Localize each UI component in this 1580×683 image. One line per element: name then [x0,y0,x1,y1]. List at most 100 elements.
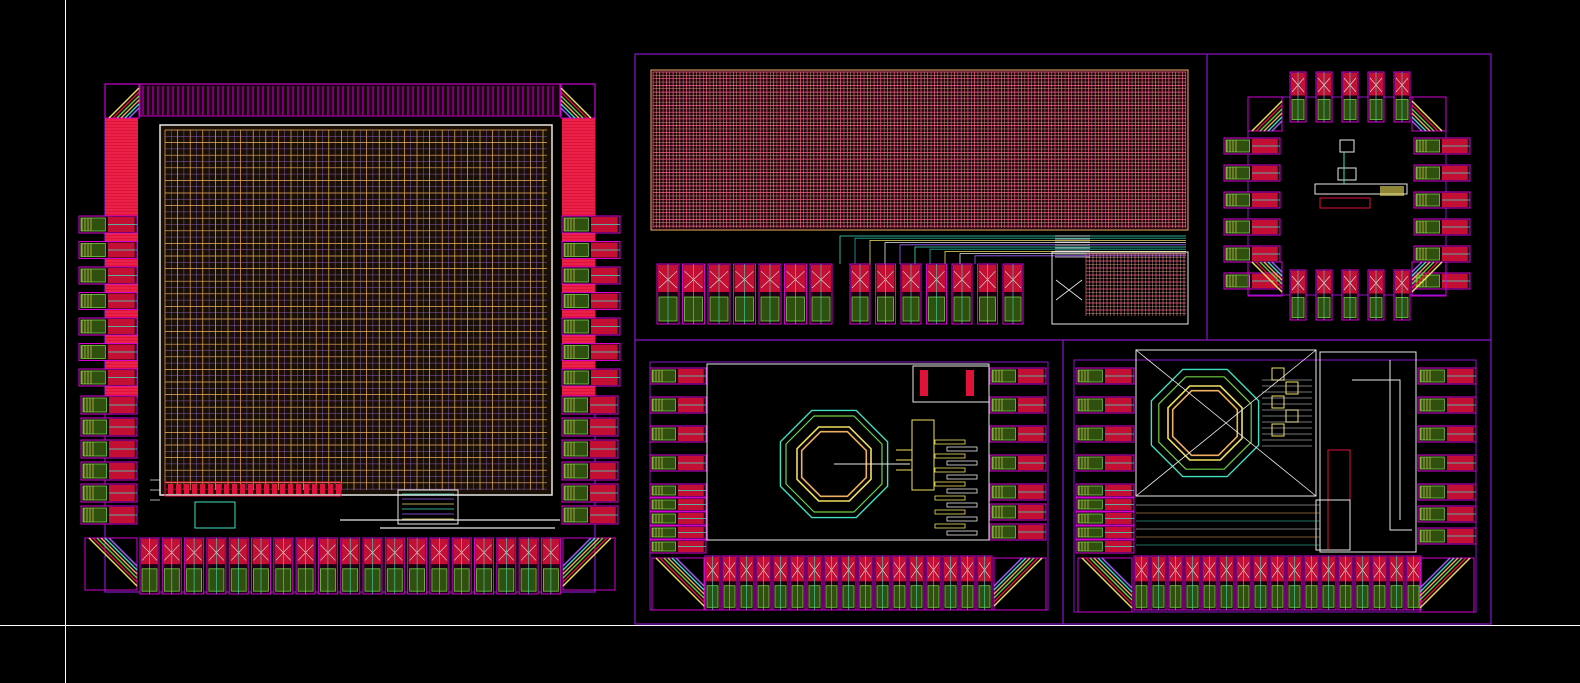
bottom-pad[interactable] [1289,269,1307,321]
io-pad[interactable] [849,263,871,325]
left-io-pad[interactable] [80,505,138,525]
io-pad[interactable] [977,263,998,325]
bottom-pad[interactable] [908,555,925,611]
right-pad[interactable] [989,396,1047,414]
left-pad[interactable] [1075,454,1135,472]
right-io-pad[interactable] [561,417,619,437]
bottom-pad[interactable] [1167,555,1184,611]
left-io-pad[interactable] [1075,483,1135,498]
right-pad[interactable] [989,367,1047,385]
right-pad[interactable] [1417,367,1477,385]
bottom-pad[interactable] [1367,269,1385,321]
left-pad[interactable] [78,292,138,310]
memory-pad[interactable] [809,263,833,325]
io-pad[interactable] [951,263,973,325]
right-io-pad[interactable] [989,523,1047,541]
bottom-pad[interactable] [228,537,249,595]
bottom-pad[interactable] [874,555,891,611]
right-pad[interactable] [561,292,621,310]
left-io-pad[interactable] [1075,497,1135,512]
right-pad[interactable] [1417,396,1477,414]
io-pad[interactable] [926,263,947,325]
left-io-pad[interactable] [1075,525,1135,540]
bottom-pad[interactable] [704,555,721,611]
top-pad[interactable] [1315,71,1333,123]
bottom-pad[interactable] [451,537,472,595]
right-pad[interactable] [561,368,621,387]
left-pad[interactable] [78,215,138,234]
bottom-pad[interactable] [840,555,857,611]
left-pad[interactable] [649,454,707,472]
right-io-pad[interactable] [989,483,1047,501]
bottom-pad[interactable] [1320,555,1337,611]
left-pad[interactable] [1223,164,1281,182]
bottom-pad[interactable] [429,537,450,595]
right-io-pad[interactable] [989,503,1047,521]
bottom-pad[interactable] [340,537,361,595]
memory-pad[interactable] [682,263,705,325]
top-pad[interactable] [1367,71,1385,123]
top-pad[interactable] [1341,71,1359,123]
chip-a-left-pads[interactable] [78,215,138,525]
bottom-pad[interactable] [518,537,539,595]
left-io-pad[interactable] [649,511,707,526]
left-pad[interactable] [1223,191,1281,209]
bottom-pad[interactable] [1218,555,1235,611]
bottom-pad[interactable] [1269,555,1286,611]
bottom-pad[interactable] [1150,555,1167,611]
top-pad[interactable] [1289,71,1307,123]
io-pad[interactable] [1002,263,1024,325]
left-io-pad[interactable] [1075,511,1135,526]
bottom-pad[interactable] [1235,555,1252,611]
bottom-pad[interactable] [1388,555,1405,611]
right-pad[interactable] [1413,191,1471,209]
bottom-pad[interactable] [721,555,738,611]
left-io-pad[interactable] [80,439,138,459]
chip-d-inductor[interactable] [649,361,1049,611]
right-io-pad[interactable] [561,505,619,525]
left-io-pad[interactable] [649,497,707,512]
bottom-pad[interactable] [789,555,806,611]
left-pad[interactable] [1075,425,1135,443]
bottom-pad[interactable] [206,537,227,595]
right-pad[interactable] [561,215,621,234]
bottom-pad[interactable] [251,537,271,595]
left-pad[interactable] [1075,367,1135,385]
chip-e-inductor-logic[interactable] [1073,349,1477,613]
chip-a-right-pads[interactable] [561,215,621,525]
bottom-pad[interactable] [184,537,205,595]
right-pad[interactable] [1413,272,1471,290]
left-io-pad[interactable] [649,525,707,540]
right-io-pad[interactable] [1417,483,1477,501]
memory-pad[interactable] [784,263,807,325]
chip-c-pad-ring[interactable] [1223,71,1471,321]
left-io-pad[interactable] [80,483,138,503]
bottom-pad[interactable] [755,555,772,611]
bottom-pad[interactable] [295,537,316,595]
left-pad[interactable] [1223,137,1281,155]
io-pad[interactable] [875,263,896,325]
left-pad[interactable] [78,241,138,259]
left-pad[interactable] [78,368,138,387]
bottom-pad[interactable] [384,537,405,595]
chip-b-memory-array[interactable] [650,69,1189,325]
right-pad[interactable] [1413,245,1471,263]
left-pad[interactable] [649,396,707,414]
left-pad[interactable] [78,343,138,361]
memory-pad[interactable] [758,263,782,325]
memory-pad[interactable] [707,263,731,325]
bottom-pad[interactable] [496,537,517,595]
bottom-pad[interactable] [1341,269,1359,321]
chip-a-large-array[interactable] [78,83,621,595]
top-pad[interactable] [1393,71,1411,123]
right-io-pad[interactable] [561,439,619,459]
bottom-pad[interactable] [161,537,182,595]
right-pad[interactable] [1417,425,1477,443]
right-pad[interactable] [561,266,621,285]
right-pad[interactable] [1413,164,1471,182]
right-pad[interactable] [561,241,621,259]
bottom-pad[interactable] [891,555,908,611]
left-io-pad[interactable] [1075,539,1135,554]
left-io-pad[interactable] [80,395,138,415]
